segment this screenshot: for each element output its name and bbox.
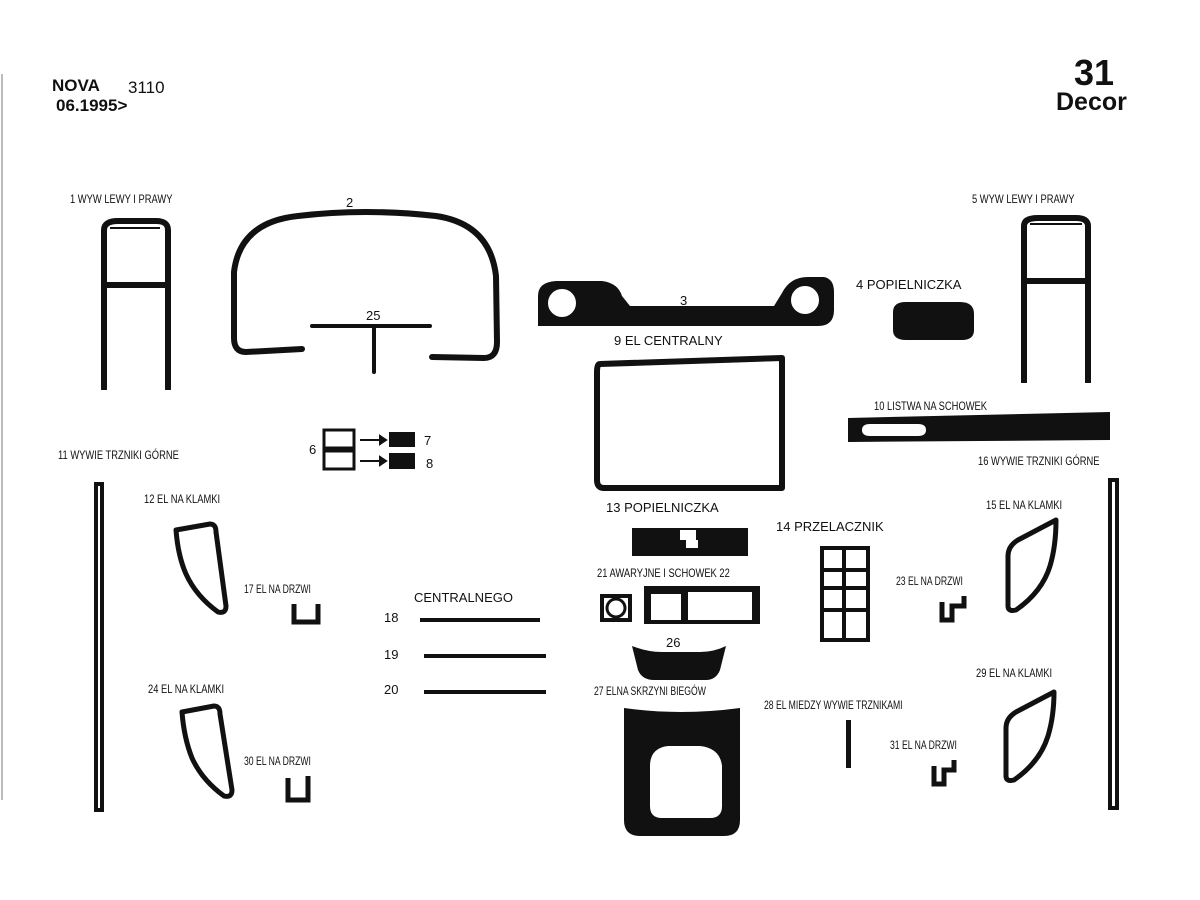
label-part-11: 11 WYWIE TRZNIKI GÓRNE <box>58 448 179 462</box>
finish-type: Decor <box>1056 88 1127 116</box>
piece-count: 31 <box>1074 52 1115 93</box>
label-part-4: 4 POPIELNICZKA <box>856 277 962 292</box>
part-14-shape <box>820 546 870 642</box>
label-part-23: 23 EL NA DRZWI <box>896 574 963 588</box>
label-part-29: 29 EL NA KLAMKI <box>976 666 1053 680</box>
label-part-18: 18 <box>384 610 399 625</box>
label-part-17: 17 EL NA DRZWI <box>244 582 311 596</box>
label-part-20: 20 <box>384 682 399 697</box>
part-15-shape <box>1005 517 1059 613</box>
part-1-shape <box>101 218 171 390</box>
label-part-3: 3 <box>680 293 688 308</box>
part-21-shape <box>600 594 632 622</box>
part-22-shape <box>644 586 760 624</box>
part-23-shape <box>939 596 967 623</box>
label-part-27: 27 ELNA SKRZYNI BIEGÓW <box>594 684 706 698</box>
label-part-30: 30 EL NA DRZWI <box>244 754 311 768</box>
part-9-shape <box>594 355 785 491</box>
part-8-shape <box>389 453 415 469</box>
part-16-shape <box>1108 478 1119 810</box>
part-7-shape <box>389 432 415 447</box>
part-27-shape <box>624 708 740 836</box>
label-part-12: 12 EL NA KLAMKI <box>144 492 221 506</box>
part-5-shape <box>1021 215 1091 383</box>
part-26-shape <box>632 646 726 680</box>
label-part-24: 24 EL NA KLAMKI <box>148 682 225 696</box>
model-code: 3110 <box>128 78 165 97</box>
label-part-13: 13 POPIELNICZKA <box>606 500 719 515</box>
label-part-16: 16 WYWIE TRZNIKI GÓRNE <box>978 454 1100 468</box>
model-name: NOVA <box>52 76 100 95</box>
part-10-shape <box>848 412 1110 442</box>
label-part-15: 15 EL NA KLAMKI <box>986 498 1063 512</box>
label-part-8: 8 <box>426 456 434 471</box>
part-21-button <box>605 597 627 619</box>
label-part-14: 14 PRZELACZNIK <box>776 519 884 534</box>
part-25-shape <box>310 324 432 374</box>
part-4-shape <box>893 302 974 340</box>
part-12-shape <box>173 521 229 615</box>
part-2-shape <box>231 209 500 361</box>
part-24-shape <box>179 703 235 799</box>
label-part-25: 25 <box>366 308 381 323</box>
part-31-shape <box>931 760 957 787</box>
label-centralnego: CENTRALNEGO <box>414 590 513 605</box>
label-part-9: 9 EL CENTRALNY <box>614 333 723 348</box>
part-11-shape <box>94 482 104 812</box>
label-part-2: 2 <box>346 195 354 210</box>
part-28-shape <box>846 720 851 768</box>
label-part-1: 1 WYW LEWY I PRAWY <box>70 192 173 206</box>
label-part-7: 7 <box>424 433 432 448</box>
production-date: 06.1995> <box>56 96 128 115</box>
label-part-19: 19 <box>384 647 399 662</box>
label-part-6: 6 <box>309 442 317 457</box>
label-part-21-22: 21 AWARYJNE I SCHOWEK 22 <box>597 566 730 580</box>
part-6-shape <box>322 428 356 471</box>
label-part-26: 26 <box>666 635 681 650</box>
part-13-shape <box>632 528 748 556</box>
label-part-31: 31 EL NA DRZWI <box>890 738 957 752</box>
part-7-8-arrows <box>360 434 388 467</box>
part-3-shape <box>538 277 834 326</box>
part-30-shape <box>285 776 311 803</box>
part-29-shape <box>1003 689 1057 783</box>
label-part-10: 10 LISTWA NA SCHOWEK <box>874 399 988 413</box>
label-part-28: 28 EL MIEDZY WYWIE TRZNIKAMI <box>764 698 903 712</box>
part-17-shape <box>291 604 321 625</box>
label-part-5: 5 WYW LEWY I PRAWY <box>972 192 1075 206</box>
